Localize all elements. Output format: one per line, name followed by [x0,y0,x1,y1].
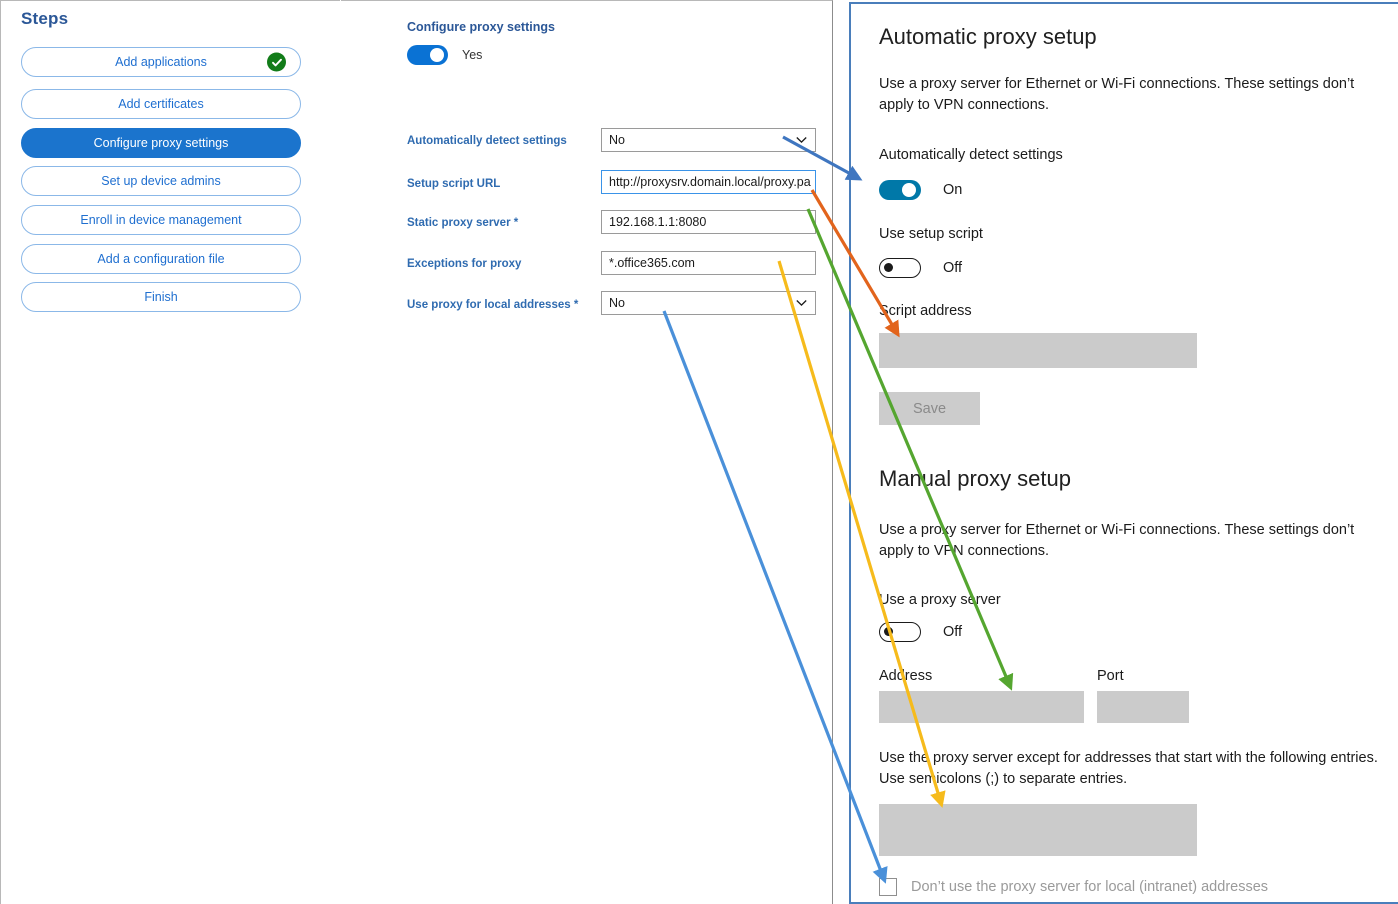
use-a-proxy-server-toggle[interactable]: Off [879,622,962,642]
page-title: Steps [21,9,69,28]
step-button-add-applications[interactable]: Add applications [21,47,301,77]
script-address-label: Script address [879,303,972,319]
step-label: Enroll in device management [80,213,242,227]
step-button-add-certificates[interactable]: Add certificates [21,89,301,119]
required-marker: * [510,217,519,229]
input-value: http://proxysrv.domain.local/proxy.pa [609,175,811,189]
steps-panel: Steps Add applications Add certificates … [0,0,340,904]
step-label: Set up device admins [101,174,221,188]
automatically-detect-settings-label: Automatically detect settings [879,147,1063,163]
exceptions-description: Use the proxy server except for addresse… [879,750,1378,787]
automatic-proxy-description: Use a proxy server for Ethernet or Wi-Fi… [879,76,1355,113]
required-marker: * [570,299,579,311]
toggle-switch-off[interactable] [879,258,921,278]
step-button-configure-proxy-settings[interactable]: Configure proxy settings [21,128,301,158]
manual-proxy-description: Use a proxy server for Ethernet or Wi-Fi… [879,522,1355,559]
toggle-state-label: Off [943,260,963,276]
step-label: Add a configuration file [97,252,225,266]
toggle-value-label: Yes [462,48,483,62]
toggle-state-label: Off [943,624,963,640]
port-input[interactable] [1097,691,1189,723]
chevron-down-icon [796,137,807,144]
step-button-add-a-configuration-file[interactable]: Add a configuration file [21,244,301,274]
address-label: Address [879,668,933,684]
proxy-form-panel: Configure proxy settings Yes Automatical… [341,0,833,904]
field-label-static-proxy-server: Static proxy server * [407,217,519,229]
step-label: Add certificates [118,97,204,111]
step-label: Add applications [115,55,207,69]
step-button-finish[interactable]: Finish [21,282,301,312]
input-exceptions-for-proxy[interactable]: *.office365.com [601,251,816,275]
port-label: Port [1097,668,1124,684]
step-button-enroll-in-device-management[interactable]: Enroll in device management [21,205,301,235]
step-button-set-up-device-admins[interactable]: Set up device admins [21,166,301,196]
field-label-exceptions-for-proxy: Exceptions for proxy [407,258,522,270]
use-setup-script-toggle[interactable]: Off [879,258,962,278]
input-static-proxy-server[interactable]: 192.168.1.1:8080 [601,210,816,234]
use-setup-script-label: Use setup script [879,226,983,242]
input-setup-script-url[interactable]: http://proxysrv.domain.local/proxy.pa [601,170,816,194]
select-use-proxy-for-local-addresses[interactable]: No [601,291,816,315]
check-circle-icon [267,52,286,72]
input-value: *.office365.com [609,256,695,270]
chevron-down-icon [796,300,807,307]
script-address-input[interactable] [879,333,1197,368]
automatic-proxy-setup-heading: Automatic proxy setup [879,24,1097,49]
save-button-label: Save [912,400,947,417]
toggle-switch-on[interactable] [879,180,921,200]
local-addresses-checkbox-label: Don’t use the proxy server for local (in… [911,879,1269,895]
field-label-automatically-detect-settings: Automatically detect settings [407,135,567,147]
input-value: 192.168.1.1:8080 [609,215,707,229]
toggle-state-label: On [943,182,963,198]
exceptions-input[interactable] [879,804,1197,856]
local-addresses-checkbox-row[interactable]: Don’t use the proxy server for local (in… [879,878,1268,896]
form-heading: Configure proxy settings [407,20,555,34]
select-value: No [609,296,625,310]
address-input[interactable] [879,691,1084,723]
checkbox-unchecked-icon[interactable] [879,878,897,896]
use-a-proxy-server-label: Use a proxy server [879,592,1001,608]
toggle-switch-off[interactable] [879,622,921,642]
toggle-switch-on[interactable] [407,45,448,65]
configure-proxy-toggle[interactable]: Yes [407,45,482,65]
select-value: No [609,133,625,147]
field-label-use-proxy-for-local-addresses: Use proxy for local addresses * [407,299,579,311]
save-button[interactable]: Save [879,392,980,425]
step-label: Finish [144,290,178,304]
step-label: Configure proxy settings [93,136,229,150]
select-automatically-detect-settings[interactable]: No [601,128,816,152]
manual-proxy-setup-heading: Manual proxy setup [879,466,1071,491]
windows-proxy-settings-panel: Automatic proxy setup Use a proxy server… [849,2,1398,904]
field-label-setup-script-url: Setup script URL [407,178,501,190]
automatically-detect-settings-toggle[interactable]: On [879,180,962,200]
